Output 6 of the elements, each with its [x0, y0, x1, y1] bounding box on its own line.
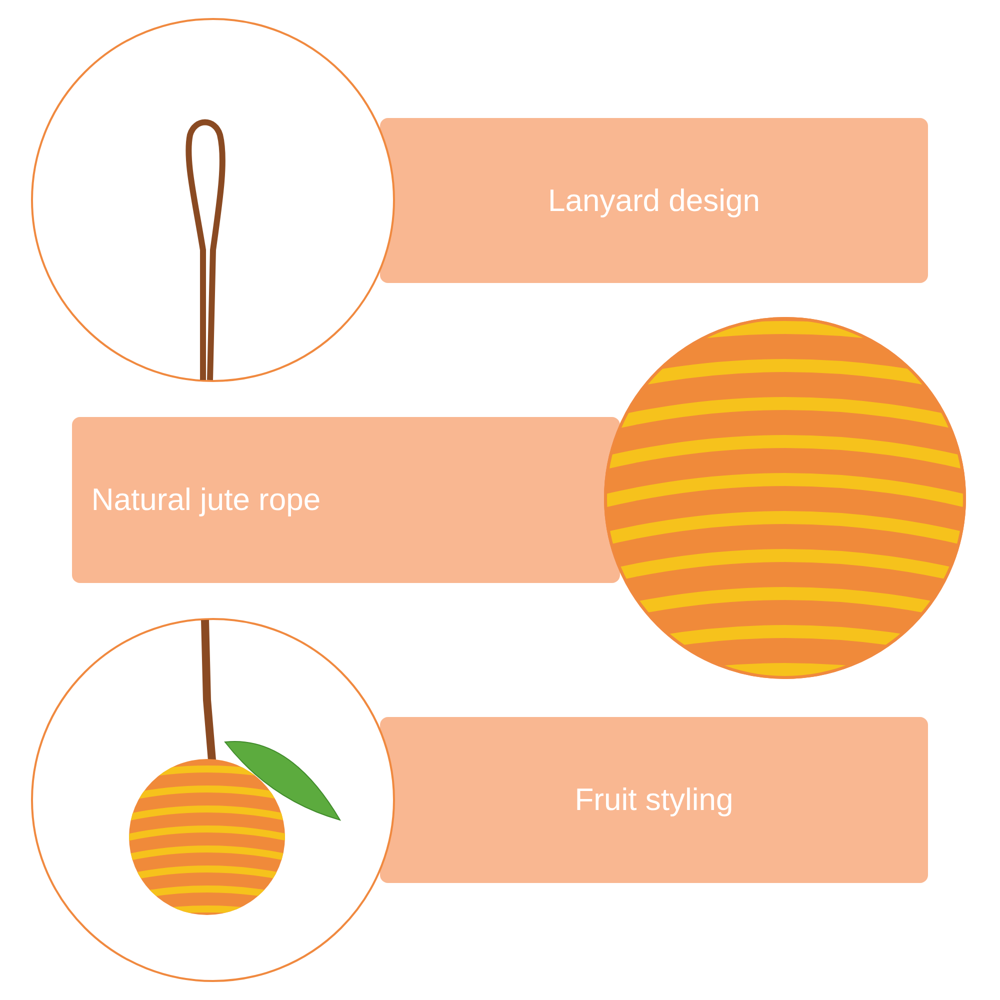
feature-label: Lanyard design — [548, 182, 760, 218]
feature-banner — [380, 717, 928, 883]
feature-banner — [72, 417, 620, 583]
feature-label: Fruit styling — [574, 782, 734, 818]
feature-label: Natural jute rope — [91, 482, 321, 518]
feature-banner — [380, 118, 928, 283]
